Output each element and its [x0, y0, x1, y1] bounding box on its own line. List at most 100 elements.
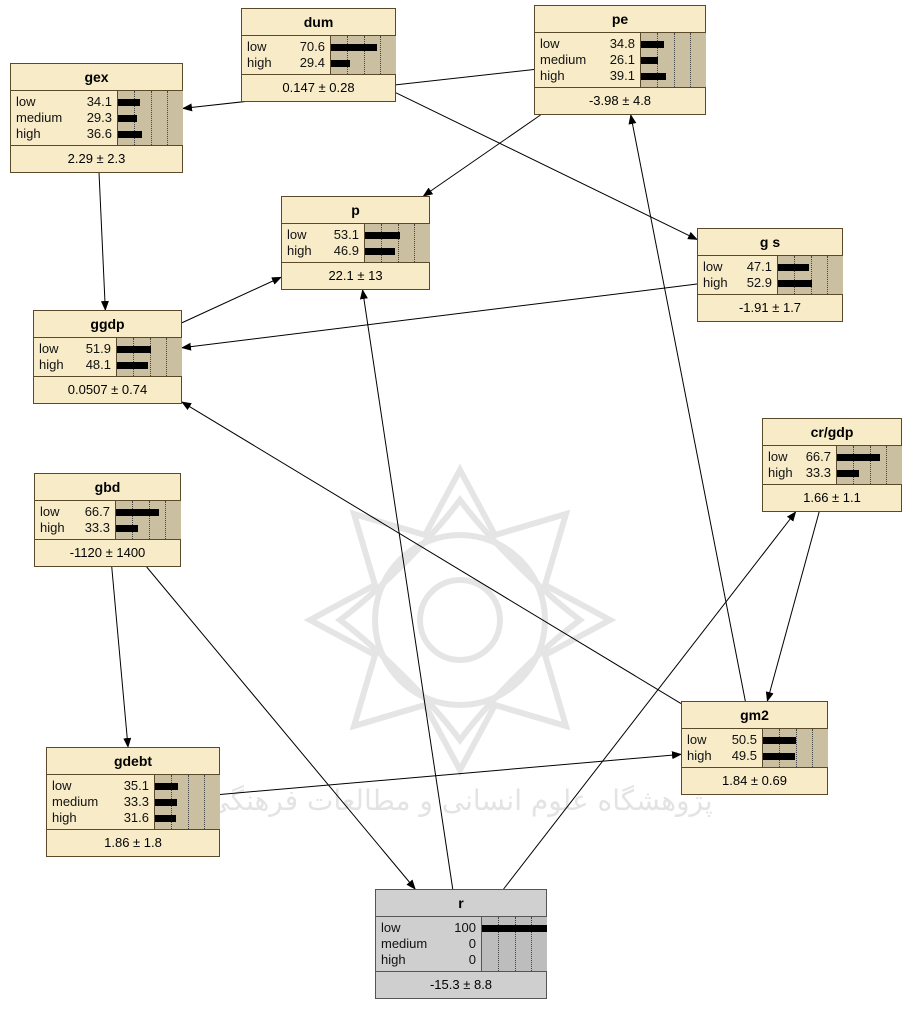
- grid-line: [498, 917, 500, 971]
- state-value: 33.3: [84, 520, 110, 535]
- state-row-low: low 34.1: [11, 94, 182, 110]
- node-summary: 1.86 ± 1.8: [104, 835, 162, 850]
- probability-bar: [482, 925, 547, 932]
- edge-pe-to-p: [422, 114, 541, 197]
- grid-line: [166, 91, 168, 145]
- edge-gbd-to-gdebt: [111, 566, 132, 748]
- probability-bar: [763, 737, 796, 744]
- node-title: gdebt: [47, 748, 219, 775]
- state-label: low: [287, 227, 307, 242]
- probability-bar: [118, 99, 141, 106]
- probability-bar: [641, 73, 667, 80]
- state-label: high: [40, 520, 65, 535]
- probability-bar-area: [116, 338, 182, 376]
- probability-bar: [118, 115, 138, 122]
- state-value: 50.5: [731, 732, 757, 747]
- grid-line: [779, 729, 781, 767]
- probability-bar: [837, 470, 859, 477]
- grid-line: [187, 775, 189, 829]
- edge-ggdp-to-p: [181, 276, 282, 324]
- node-title: g s: [698, 229, 842, 256]
- probability-bar: [365, 248, 396, 255]
- node-summary: -3.98 ± 4.8: [588, 93, 652, 108]
- state-label: high: [381, 952, 406, 967]
- state-value: 53.1: [333, 227, 359, 242]
- state-label: medium: [381, 936, 428, 951]
- state-value: 0: [468, 936, 476, 951]
- grid-line: [794, 256, 796, 294]
- node-title: gex: [11, 64, 182, 91]
- watermark-logo: پژوهشگاه علوم انسانی و مطالعات فرهنگی: [207, 463, 713, 817]
- state-value: 29.3: [86, 110, 112, 125]
- state-label: low: [40, 504, 60, 519]
- state-label: high: [540, 68, 565, 83]
- state-value: 100: [454, 920, 476, 935]
- edge-gs-to-ggdp: [181, 283, 698, 351]
- probability-bar: [331, 60, 351, 67]
- probability-bar: [118, 131, 142, 138]
- grid-line: [811, 729, 813, 767]
- state-row-high: high 33.3: [35, 520, 180, 536]
- watermark-text: پژوهشگاه علوم انسانی و مطالعات فرهنگی: [207, 784, 712, 817]
- grid-line: [885, 446, 887, 484]
- probability-bar: [365, 232, 400, 239]
- node-summary: -1.91 ± 1.7: [738, 300, 802, 315]
- state-label: low: [540, 36, 560, 51]
- node-title: r: [376, 890, 546, 917]
- grid-line: [413, 224, 415, 262]
- edge-gm2-to-ggdp: [181, 401, 682, 705]
- state-row-medium: medium 0: [376, 936, 546, 952]
- edge-r-to-p: [359, 289, 454, 890]
- state-value: 34.1: [86, 94, 112, 109]
- probability-bar: [641, 41, 664, 48]
- probability-bar: [837, 454, 881, 461]
- state-value: 70.6: [299, 39, 325, 54]
- node-title: pe: [535, 6, 705, 33]
- state-value: 29.4: [299, 55, 325, 70]
- node-title: gbd: [35, 474, 180, 501]
- grid-line: [514, 917, 516, 971]
- state-row-low: low 50.5: [682, 732, 827, 748]
- probability-bar: [763, 753, 796, 760]
- state-label: low: [687, 732, 707, 747]
- grid-line: [397, 224, 399, 262]
- probability-bar-area: [777, 256, 843, 294]
- probability-bar: [155, 799, 177, 806]
- probability-bar: [116, 525, 138, 532]
- grid-line: [165, 338, 167, 376]
- probability-bar: [155, 815, 176, 822]
- state-value: 49.5: [731, 748, 757, 763]
- probability-bar: [641, 57, 658, 64]
- state-value: 26.1: [609, 52, 635, 67]
- state-label: low: [16, 94, 36, 109]
- grid-line: [164, 501, 166, 539]
- state-value: 47.1: [746, 259, 772, 274]
- state-value: 66.7: [84, 504, 110, 519]
